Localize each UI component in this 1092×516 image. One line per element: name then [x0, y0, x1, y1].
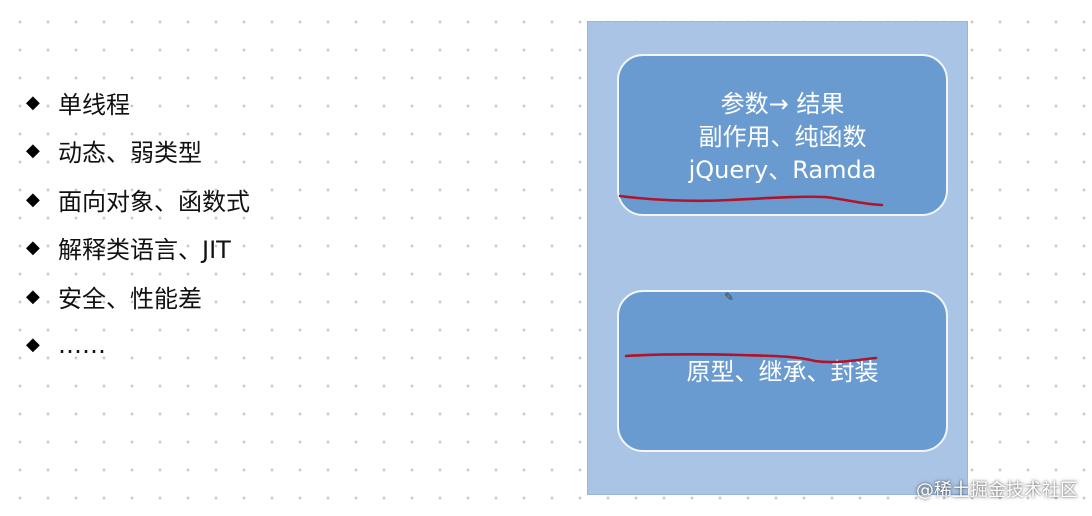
list-item-text: 解释类语言、JIT	[58, 236, 231, 265]
top-card: 参数→ 结果 副作用、纯函数 jQuery、Ramda	[617, 54, 948, 216]
diamond-bullet-icon: ◆	[26, 237, 40, 259]
pen-cursor-icon: ✎	[724, 290, 735, 304]
diamond-bullet-icon: ◆	[26, 91, 40, 113]
top-card-line-3: jQuery、Ramda	[688, 156, 877, 184]
list-item: ◆ 面向对象、函数式	[26, 175, 250, 224]
diamond-bullet-icon: ◆	[26, 285, 40, 307]
watermark: @稀土掘金技术社区	[916, 480, 1078, 501]
diamond-bullet-icon: ◆	[26, 188, 40, 210]
list-item: ◆ 单线程	[26, 78, 250, 127]
list-item-text: 单线程	[58, 90, 130, 119]
list-item-text: 面向对象、函数式	[58, 187, 250, 216]
feature-list: ◆ 单线程 ◆ 动态、弱类型 ◆ 面向对象、函数式 ◆ 解释类语言、JIT ◆ …	[26, 78, 250, 369]
list-item: ◆ 安全、性能差	[26, 272, 250, 321]
list-item: ◆ 动态、弱类型	[26, 127, 250, 176]
bottom-card: 原型、继承、封装	[617, 290, 948, 452]
list-item-text: 安全、性能差	[58, 284, 202, 313]
bottom-card-line-1: 原型、继承、封装	[686, 358, 879, 386]
list-item: ◆ 解释类语言、JIT	[26, 224, 250, 273]
list-item: ◆ ……	[26, 321, 250, 370]
top-card-line-1: 参数→ 结果	[720, 90, 845, 118]
list-item-text: ……	[58, 330, 106, 359]
list-item-text: 动态、弱类型	[58, 139, 202, 168]
diamond-bullet-icon: ◆	[26, 334, 40, 356]
diamond-bullet-icon: ◆	[26, 140, 40, 162]
diagram-panel: 参数→ 结果 副作用、纯函数 jQuery、Ramda 原型、继承、封装	[587, 21, 968, 495]
top-card-line-2: 副作用、纯函数	[698, 123, 867, 151]
